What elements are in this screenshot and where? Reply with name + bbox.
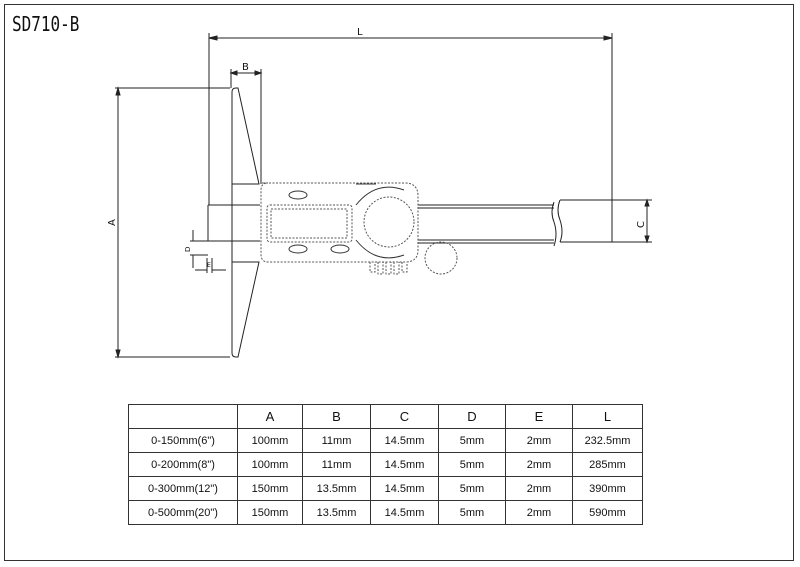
header-cell: B — [302, 404, 371, 429]
main-beam — [207, 199, 613, 247]
cell: 5mm — [438, 500, 506, 525]
cell: 13.5mm — [302, 476, 371, 501]
cell: 150mm — [237, 476, 303, 501]
dimension-C — [612, 198, 652, 244]
header-cell: D — [438, 404, 506, 429]
header-cell: L — [572, 404, 643, 429]
cell: 5mm — [438, 476, 506, 501]
cell: 11mm — [302, 428, 371, 453]
cell: 150mm — [237, 500, 303, 525]
dimension-L — [208, 33, 613, 205]
cell: 5mm — [438, 428, 506, 453]
buttons — [288, 183, 405, 259]
cell: 0-150mm(6") — [128, 428, 238, 453]
header-cell: C — [370, 404, 439, 429]
model-title: SD710-B — [12, 12, 80, 36]
cell: 13.5mm — [302, 500, 371, 525]
table-header-row: A B C D E L — [128, 404, 643, 429]
cell: 285mm — [572, 452, 643, 477]
cell: 2mm — [505, 428, 573, 453]
cell: 0-300mm(12") — [128, 476, 238, 501]
cell: 11mm — [302, 452, 371, 477]
cell: 232.5mm — [572, 428, 643, 453]
cell: 14.5mm — [370, 500, 439, 525]
header-cell: A — [237, 404, 303, 429]
cell: 2mm — [505, 476, 573, 501]
caliper-head — [260, 182, 458, 275]
cell: 2mm — [505, 452, 573, 477]
base-plate — [231, 87, 260, 358]
dimension-B — [229, 69, 263, 184]
header-cell: E — [505, 404, 573, 429]
cell: 14.5mm — [370, 428, 439, 453]
dimension-D-E — [190, 230, 226, 273]
cell: 0-200mm(8") — [128, 452, 238, 477]
cell: 0-500mm(20") — [128, 500, 238, 525]
cell: 390mm — [572, 476, 643, 501]
label-C: C — [636, 221, 647, 228]
cell: 2mm — [505, 500, 573, 525]
label-A: A — [107, 219, 118, 226]
drawing-frame — [4, 4, 794, 561]
label-B: B — [242, 62, 249, 73]
header-cell — [128, 404, 238, 429]
cell: 14.5mm — [370, 476, 439, 501]
label-E: E — [207, 262, 211, 269]
cell: 100mm — [237, 428, 303, 453]
label-L: L — [357, 27, 363, 38]
cell: 100mm — [237, 452, 303, 477]
cell: 5mm — [438, 452, 506, 477]
cell: 590mm — [572, 500, 643, 525]
dimension-A — [115, 86, 230, 359]
cell: 14.5mm — [370, 452, 439, 477]
label-D: D — [184, 247, 192, 252]
